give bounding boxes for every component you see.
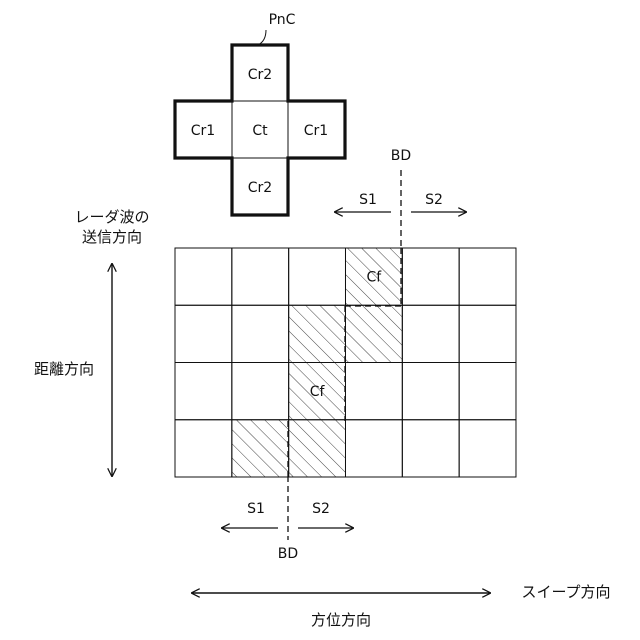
grid-cell (459, 305, 516, 362)
grid-cell (232, 363, 289, 420)
grid-cell (345, 363, 402, 420)
grid-cell (232, 248, 289, 305)
boundary-top-s2-label: S2 (425, 192, 443, 208)
cross-label-center: Ct (252, 123, 268, 139)
pnc-label: PnC (269, 12, 296, 28)
boundary-bottom-label: BD (278, 546, 298, 562)
grid-cell (459, 363, 516, 420)
boundary-top-s1-label: S1 (359, 192, 377, 208)
grid-cell (345, 420, 402, 477)
grid-cell (402, 305, 459, 362)
grid-cell (459, 420, 516, 477)
grid-cell (175, 363, 232, 420)
hatched-cell (289, 305, 346, 362)
boundary-bottom-s1-label: S1 (247, 501, 265, 517)
cross-label-right: Cr1 (304, 123, 328, 139)
grid-cell (402, 248, 459, 305)
radar-tx-label-line2: 送信方向 (82, 228, 142, 246)
cross-label-top: Cr2 (248, 67, 272, 83)
range-direction-label: 距離方向 (34, 360, 94, 378)
grid-cell (459, 248, 516, 305)
cross-label-bottom: Cr2 (248, 180, 272, 196)
hatched-cell (345, 305, 402, 362)
sweep-direction-label: スイープ方向 (521, 583, 610, 601)
hatched-cell (289, 420, 346, 477)
grid-cell (402, 363, 459, 420)
azimuth-direction-label: 方位方向 (311, 611, 371, 629)
grid-cell (402, 420, 459, 477)
grid-cell (175, 305, 232, 362)
grid-cell-label: Cf (310, 384, 326, 400)
grid-cell (175, 248, 232, 305)
grid-cell (289, 248, 346, 305)
boundary-bottom-s2-label: S2 (312, 501, 330, 517)
pnc-leader-line (258, 30, 266, 45)
hatched-cell (232, 420, 289, 477)
grid-cell-label: Cf (367, 270, 383, 286)
cross-label-left: Cr1 (191, 123, 215, 139)
radar-tx-label-line1: レーダ波の (74, 208, 149, 226)
grid-cell (175, 420, 232, 477)
pixel-grid (175, 248, 516, 477)
pixel-cross: Cr2 Cr1 Ct Cr1 Cr2 PnC (175, 12, 345, 215)
grid-cell (232, 305, 289, 362)
boundary-top-label: BD (391, 148, 411, 164)
